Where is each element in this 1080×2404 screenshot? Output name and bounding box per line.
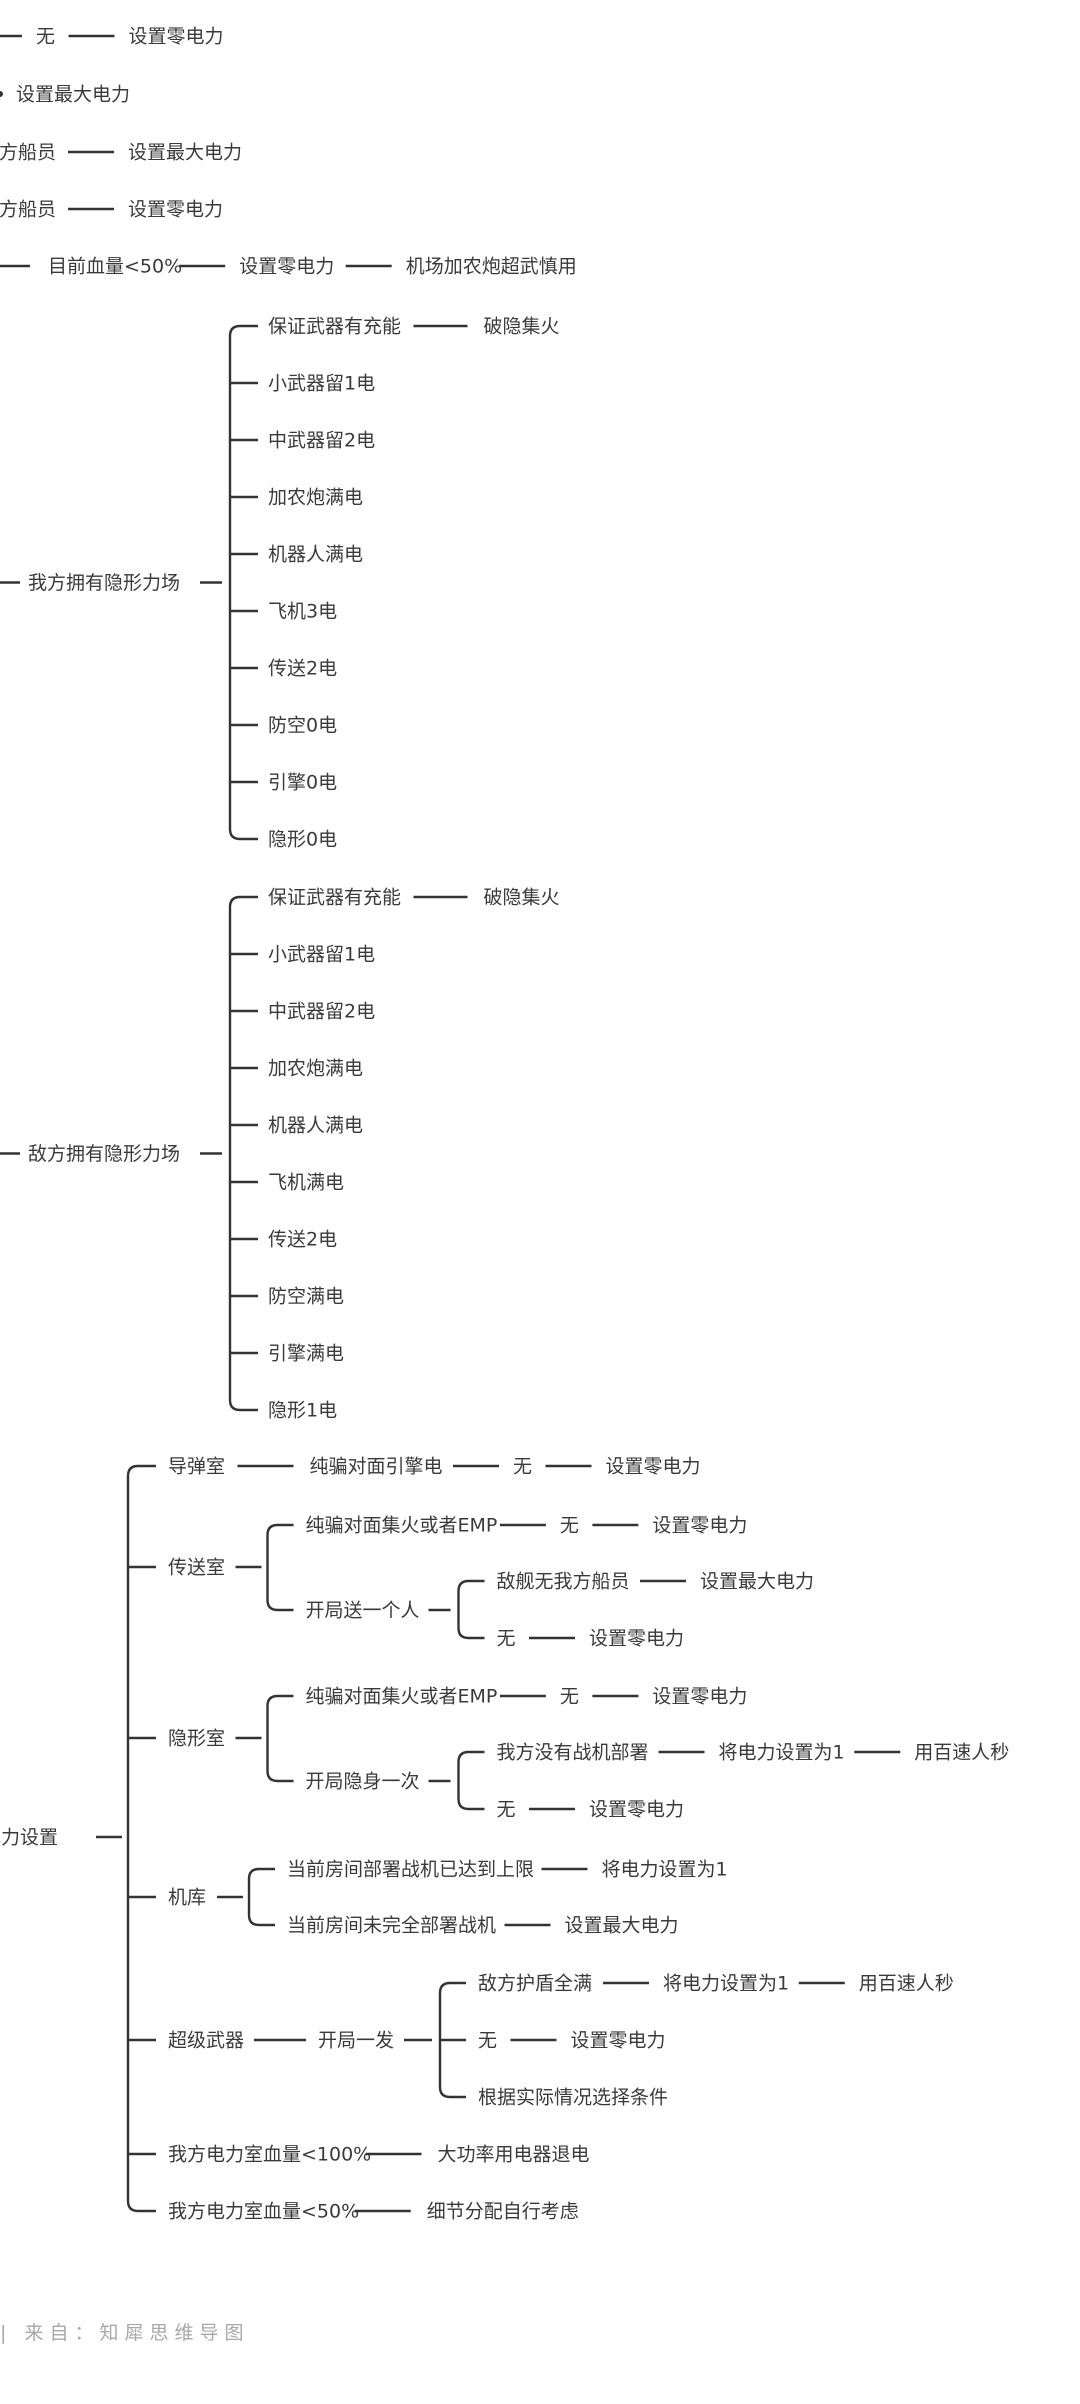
connector-dot bbox=[0, 91, 3, 97]
room-label: 导弹室 bbox=[168, 1456, 225, 1478]
list-item-label: 隐形0电 bbox=[268, 829, 337, 851]
branch-bracket bbox=[247, 1867, 275, 1927]
node-label: 将电力设置为1 bbox=[719, 1742, 845, 1764]
room-label: 超级武器 bbox=[168, 2030, 244, 2052]
node-label: 无 bbox=[36, 26, 55, 48]
list-item-label: 保证武器有充能 bbox=[268, 316, 401, 338]
node-label: 敌方船员 bbox=[0, 199, 56, 221]
node-label: 设置零电力 bbox=[129, 26, 224, 48]
node-label: 设置零电力 bbox=[652, 1515, 747, 1537]
list-item-label: 小武器留1电 bbox=[268, 373, 375, 395]
node-label: 纯骗对面集火或者EMP bbox=[306, 1515, 498, 1537]
room-label: 机库 bbox=[168, 1887, 206, 1909]
list-item-label: 防空0电 bbox=[268, 715, 337, 737]
node-label: 无 bbox=[513, 1456, 532, 1478]
node-label: 将电力设置为1 bbox=[602, 1859, 728, 1881]
list-item-label: 机器人满电 bbox=[268, 544, 363, 566]
node-label: 我方没有战机部署 bbox=[497, 1742, 649, 1764]
node-label: 将电力设置为1 bbox=[663, 1973, 789, 1995]
branch-bracket bbox=[438, 1981, 466, 2099]
room-label: 我方电力室血量<50% bbox=[168, 2201, 359, 2223]
node-label: 设置最大电力 bbox=[700, 1571, 814, 1593]
node-label: 大功率用电器退电 bbox=[438, 2144, 590, 2166]
node-label: 当前房间未完全部署战机 bbox=[287, 1915, 496, 1937]
list-item-label: 传送2电 bbox=[268, 1229, 337, 1251]
branch-bracket bbox=[457, 1579, 485, 1640]
node-label: 敌方船员 bbox=[0, 142, 56, 164]
node-label: 敌舰无我方船员 bbox=[497, 1571, 630, 1593]
group-label: 敌方拥有隐形力场 bbox=[28, 1143, 180, 1165]
list-item-label: 隐形1电 bbox=[268, 1400, 337, 1422]
node-label: 设置零电力 bbox=[606, 1456, 701, 1478]
branch-bracket bbox=[126, 1464, 156, 2213]
node-label: 无 bbox=[560, 1686, 579, 1708]
node-label: 机场加农炮超武慎用 bbox=[406, 256, 577, 278]
node-label: 设置最大电力 bbox=[128, 142, 242, 164]
list-item-label: 传送2电 bbox=[268, 658, 337, 680]
list-item-result: 破隐集火 bbox=[484, 316, 560, 338]
list-item-label: 机器人满电 bbox=[268, 1115, 363, 1137]
branch-bracket bbox=[457, 1750, 485, 1811]
list-item-label: 防空满电 bbox=[268, 1286, 344, 1308]
list-item-label: 小武器留1电 bbox=[268, 944, 375, 966]
list-item-label: 保证武器有充能 bbox=[268, 887, 401, 909]
room-label: 我方电力室血量<100% bbox=[168, 2144, 371, 2166]
node-label: 设置零电力 bbox=[571, 2030, 666, 2052]
branch-bracket bbox=[266, 1694, 294, 1783]
node-label: 敌方护盾全满 bbox=[478, 1973, 592, 1995]
list-item-label: 加农炮满电 bbox=[268, 487, 363, 509]
list-item-label: 中武器留2电 bbox=[268, 430, 375, 452]
node-label: 无 bbox=[478, 2030, 497, 2052]
list-item-result: 破隐集火 bbox=[484, 887, 560, 909]
node-label: 开局隐身一次 bbox=[306, 1771, 420, 1793]
node-label: 设置零电力 bbox=[652, 1686, 747, 1708]
branch-bracket bbox=[228, 895, 258, 1412]
node-label: 纯骗对面集火或者EMP bbox=[306, 1686, 498, 1708]
list-item-label: 飞机满电 bbox=[268, 1172, 344, 1194]
room-label: 隐形室 bbox=[168, 1728, 225, 1750]
node-label: 根据实际情况选择条件 bbox=[478, 2087, 668, 2109]
footer-source: | 来自：知犀思维导图 bbox=[0, 2322, 250, 2344]
list-item-label: 中武器留2电 bbox=[268, 1001, 375, 1023]
node-label: 无 bbox=[560, 1515, 579, 1537]
node-label: 设置零电力 bbox=[128, 199, 223, 221]
list-item-label: 引擎0电 bbox=[268, 772, 337, 794]
node-label: 目前血量<50% bbox=[48, 256, 182, 278]
list-item-label: 飞机3电 bbox=[268, 601, 337, 623]
list-item-label: 引擎满电 bbox=[268, 1343, 344, 1365]
branch-bracket bbox=[228, 324, 258, 841]
node-label: 细节分配自行考虑 bbox=[427, 2201, 579, 2223]
node-label: 设置零电力 bbox=[589, 1628, 684, 1650]
node-label: 设置最大电力 bbox=[16, 84, 130, 106]
node-label: 无 bbox=[497, 1628, 516, 1650]
node-label: 纯骗对面引擎电 bbox=[310, 1456, 443, 1478]
room-label: 传送室 bbox=[168, 1557, 225, 1579]
node-label: 开局送一个人 bbox=[306, 1600, 420, 1622]
list-item-label: 加农炮满电 bbox=[268, 1058, 363, 1080]
node-label: 无 bbox=[497, 1799, 516, 1821]
node-label: 用百速人秒 bbox=[914, 1742, 1009, 1764]
root-label: 电力设置 bbox=[0, 1827, 58, 1849]
node-label: 当前房间部署战机已达到上限 bbox=[287, 1859, 534, 1881]
node-label: 开局一发 bbox=[318, 2030, 394, 2052]
node-label: 设置零电力 bbox=[239, 256, 334, 278]
node-label: 设置最大电力 bbox=[565, 1915, 679, 1937]
node-label: 用百速人秒 bbox=[859, 1973, 954, 1995]
group-label: 我方拥有隐形力场 bbox=[28, 572, 180, 594]
branch-bracket bbox=[266, 1523, 294, 1612]
node-label: 设置零电力 bbox=[589, 1799, 684, 1821]
